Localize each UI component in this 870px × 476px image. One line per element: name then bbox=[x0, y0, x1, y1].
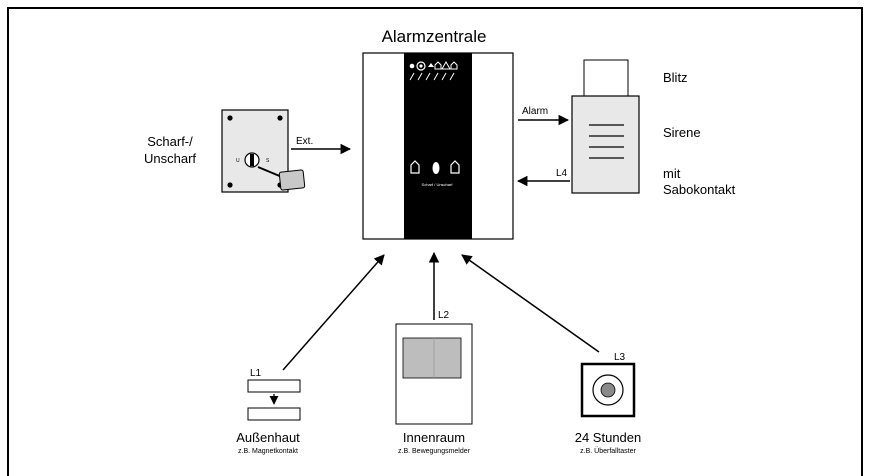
siren-device bbox=[571, 59, 640, 194]
key-switch-device: U S bbox=[221, 109, 306, 193]
l4-label: L4 bbox=[556, 168, 568, 179]
alarm-label: Alarm bbox=[522, 106, 548, 117]
l1-arrow bbox=[282, 254, 385, 371]
panel-caption: Scharf / Unscharf bbox=[422, 182, 454, 187]
svg-text:U: U bbox=[236, 158, 240, 164]
panel-status-icons bbox=[409, 60, 458, 81]
panel-center-strip bbox=[404, 53, 472, 239]
key-switch-label-line2: Unscharf bbox=[144, 151, 196, 166]
l3-arrow bbox=[461, 254, 600, 353]
sirene-label: Sirene bbox=[663, 125, 701, 140]
sensor2-name: Innenraum bbox=[403, 430, 465, 445]
svg-text:S: S bbox=[266, 158, 270, 164]
mit-label: mit bbox=[663, 166, 681, 181]
sensor3-name: 24 Stunden bbox=[575, 430, 642, 445]
panel-lock-icons bbox=[410, 160, 460, 174]
alarm-panel: Scharf / Unscharf bbox=[362, 52, 514, 240]
sabokontakt-label: Sabokontakt bbox=[663, 182, 736, 197]
diagram-frame bbox=[7, 7, 863, 476]
sensor1-name: Außenhaut bbox=[236, 430, 300, 445]
sensor2-example: z.B. Bewegungsmelder bbox=[398, 448, 471, 455]
sensor1-example: z.B. Magnetkontakt bbox=[238, 448, 298, 455]
panic-button-sensor bbox=[580, 362, 636, 418]
key-switch-label-line1: Scharf-/ bbox=[147, 134, 193, 149]
blitz-label: Blitz bbox=[663, 70, 688, 85]
diagram-title: Alarmzentrale bbox=[382, 27, 487, 46]
l1-label: L1 bbox=[250, 368, 262, 379]
magnet-contact-sensor bbox=[247, 379, 301, 421]
ext-label: Ext. bbox=[296, 136, 313, 147]
l3-label: L3 bbox=[614, 352, 626, 363]
motion-detector-sensor bbox=[395, 323, 473, 425]
l2-label: L2 bbox=[438, 310, 450, 321]
sensor3-example: z.B. Überfalltaster bbox=[580, 447, 636, 455]
